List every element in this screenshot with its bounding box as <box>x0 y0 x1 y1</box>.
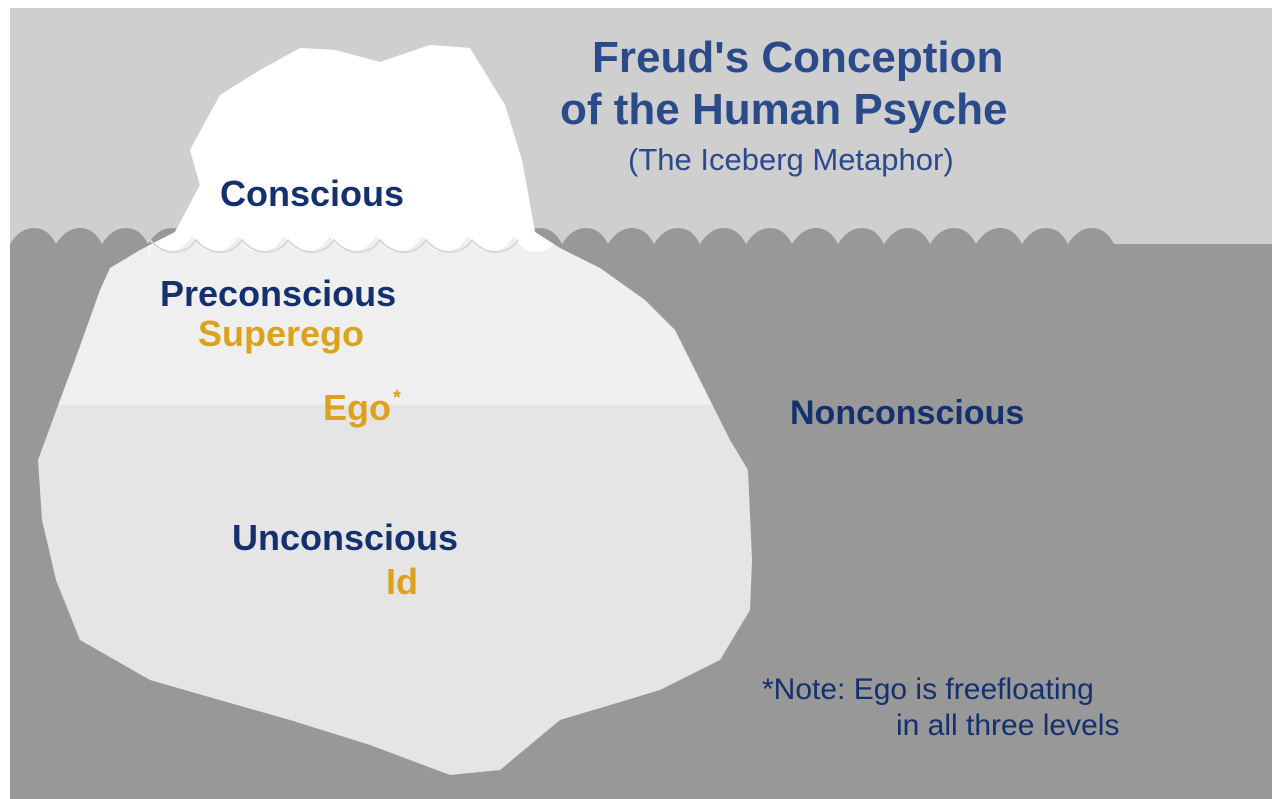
label-ego-text: Ego <box>323 387 391 428</box>
label-conscious: Conscious <box>220 173 405 214</box>
label-preconscious: Preconscious <box>160 273 397 314</box>
label-superego: Superego <box>198 313 365 354</box>
diagram-title-line1: Freud's Conception <box>592 33 1004 82</box>
label-id: Id <box>386 561 418 602</box>
iceberg-tip <box>146 45 560 260</box>
note-line2: in all three levels <box>896 709 1120 742</box>
note-line1: *Note: Ego is freefloating <box>762 673 1094 706</box>
diagram-subtitle: (The Iceberg Metaphor) <box>628 142 954 177</box>
label-unconscious: Unconscious <box>232 517 459 558</box>
ego-note-marker: * <box>393 387 401 409</box>
waterline <box>149 238 519 254</box>
label-ego: Ego* <box>323 387 401 428</box>
label-nonconscious: Nonconscious <box>790 394 1025 432</box>
diagram-title-line2: of the Human Psyche <box>560 85 1008 134</box>
